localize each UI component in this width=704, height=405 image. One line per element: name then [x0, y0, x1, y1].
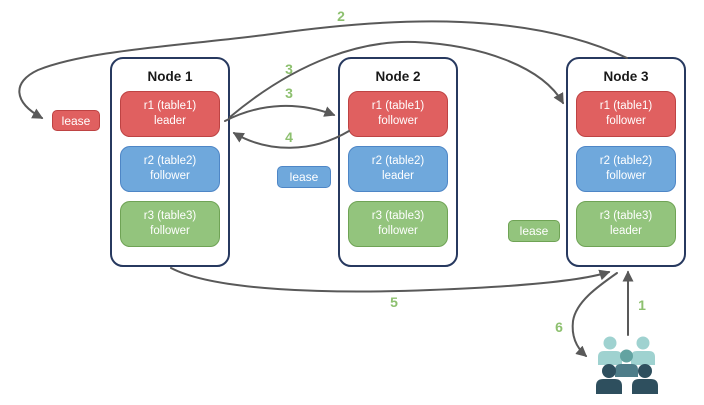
node-1-box: Node 1 r1 (table1) leader r2 (table2) fo…: [110, 57, 230, 267]
node1-replica-r2: r2 (table2) follower: [120, 146, 220, 192]
replica-name: r2 (table2): [599, 155, 653, 168]
node3-replica-r3: r3 (table3) leader: [576, 201, 676, 247]
node-2-box: Node 2 r1 (table1) follower r2 (table2) …: [338, 57, 458, 267]
step-label-3b: 3: [285, 85, 293, 101]
replica-name: r2 (table2): [143, 155, 197, 168]
replica-role: follower: [378, 115, 418, 127]
replica-role: follower: [606, 115, 646, 127]
user-back-right: [631, 336, 655, 365]
user-back-left: [598, 336, 622, 365]
replica-role: follower: [150, 170, 190, 182]
replica-role: follower: [378, 225, 418, 237]
replica-name: r1 (table1): [599, 100, 653, 113]
lease-label-blue: lease: [277, 166, 331, 188]
replica-role: follower: [150, 225, 190, 237]
replica-role: leader: [382, 170, 414, 182]
node2-replica-r1: r1 (table1) follower: [348, 91, 448, 137]
lease-label-green: lease: [508, 220, 560, 242]
user-middle: [615, 349, 638, 377]
replica-role: leader: [154, 115, 186, 127]
node3-replica-r2: r2 (table2) follower: [576, 146, 676, 192]
node-3-box: Node 3 r1 (table1) follower r2 (table2) …: [566, 57, 686, 267]
step-label-5: 5: [390, 294, 398, 310]
step-label-1: 1: [638, 297, 646, 313]
replica-role: leader: [610, 225, 642, 237]
node3-replica-r1: r1 (table1) follower: [576, 91, 676, 137]
step-label-6: 6: [555, 319, 563, 335]
node1-replica-r1: r1 (table1) leader: [120, 91, 220, 137]
node-1-title: Node 1: [147, 69, 193, 84]
step-label-3a: 3: [285, 61, 293, 77]
replica-name: r3 (table3): [371, 210, 425, 223]
replica-name: r2 (table2): [371, 155, 425, 168]
replica-name: r1 (table1): [143, 100, 197, 113]
user-front-right: [632, 364, 658, 394]
arrow-step-5: [170, 267, 611, 293]
node2-replica-r3: r3 (table3) follower: [348, 201, 448, 247]
replica-name: r1 (table1): [371, 100, 425, 113]
node1-replica-r3: r3 (table3) follower: [120, 201, 220, 247]
node2-replica-r2: r2 (table2) leader: [348, 146, 448, 192]
users-icon: [596, 336, 658, 394]
node-2-title: Node 2: [375, 69, 421, 84]
replica-role: follower: [606, 170, 646, 182]
arrow-step-6: [571, 272, 618, 357]
lease-label-red: lease: [52, 110, 100, 131]
user-front-left: [596, 364, 622, 394]
node-3-title: Node 3: [603, 69, 649, 84]
step-label-4: 4: [285, 129, 293, 145]
arrow-step-3-to-node2: [224, 104, 336, 122]
replica-name: r3 (table3): [599, 210, 653, 223]
step-label-2: 2: [337, 8, 345, 24]
replica-name: r3 (table3): [143, 210, 197, 223]
